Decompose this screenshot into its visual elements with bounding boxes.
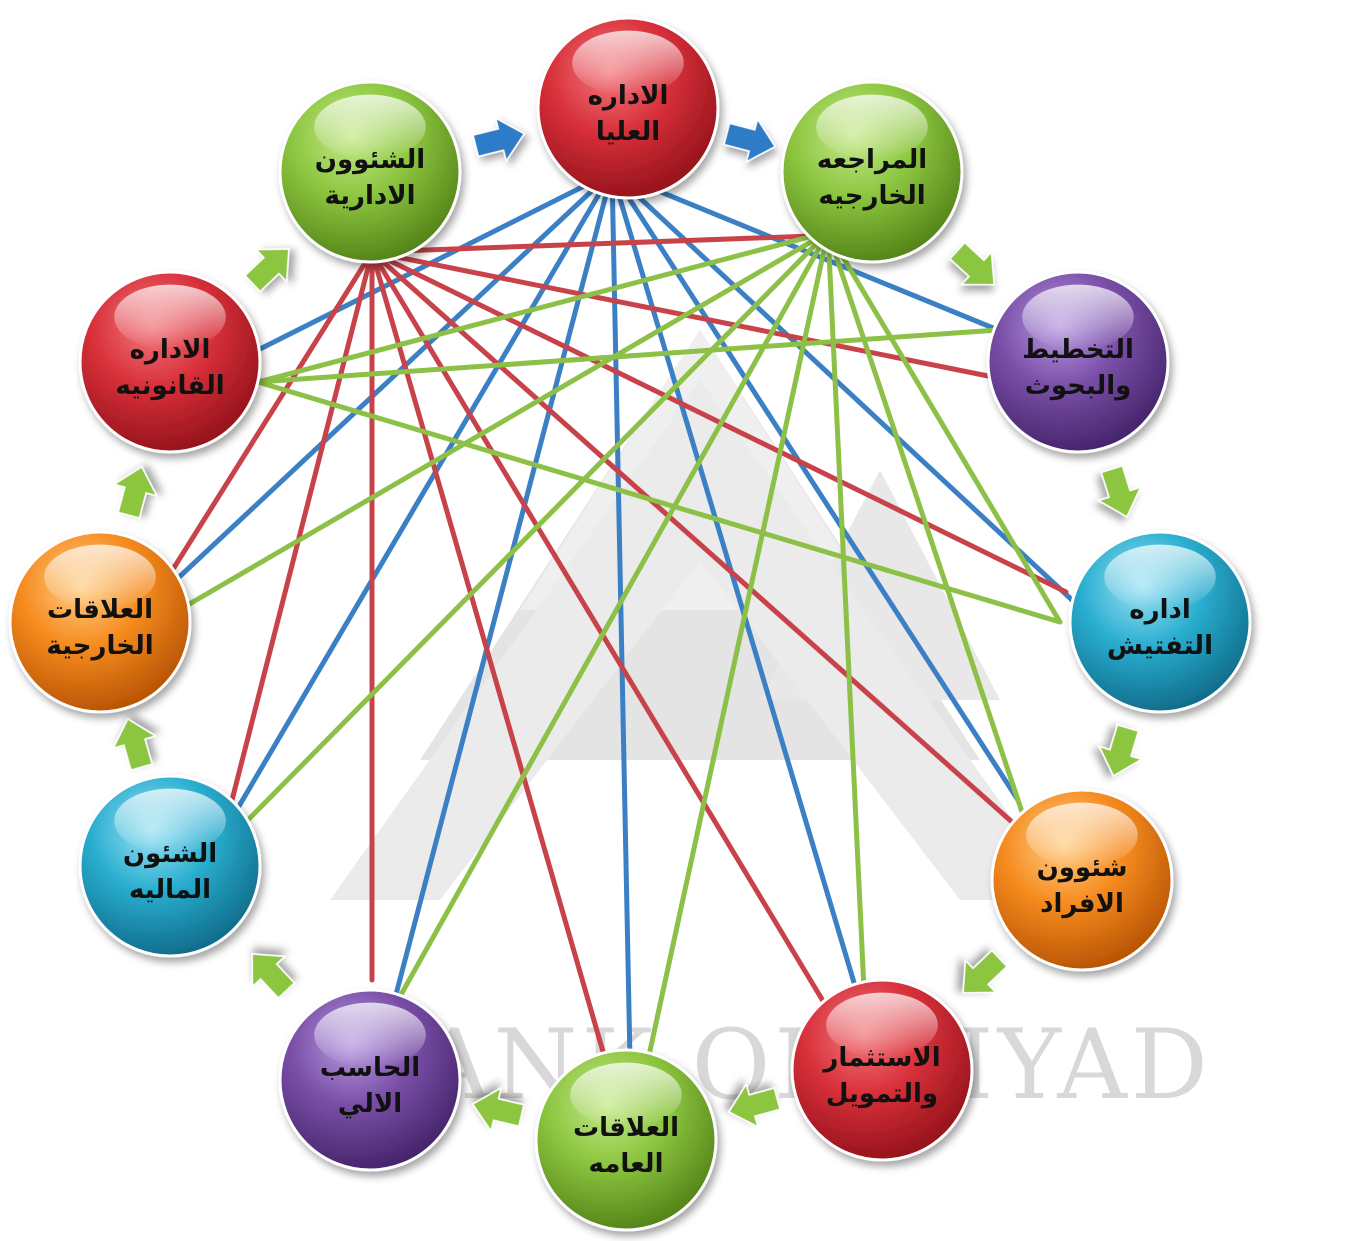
node-gloss-legal xyxy=(114,284,226,350)
node-label-inspect-2: التفتيش xyxy=(1107,631,1213,661)
flow-arrow-audit-planning xyxy=(948,241,995,286)
node-gloss-invest xyxy=(826,992,938,1058)
node-label-audit-2: الخارجيه xyxy=(818,181,925,211)
node-gloss-finance xyxy=(114,788,226,854)
node-public: العلاقات العامه xyxy=(534,1048,718,1232)
node-foreign: العلاقات الخارجية xyxy=(8,530,192,714)
link-red-personnel xyxy=(369,249,1015,825)
flow-arrows xyxy=(111,116,1144,1133)
flow-arrow-foreign-legal xyxy=(112,465,159,519)
link-green-public xyxy=(645,229,831,1063)
flow-arrow-admin-top xyxy=(472,116,526,163)
flow-arrow-top-audit xyxy=(723,117,777,164)
node-label-public-1: العلاقات xyxy=(573,1113,679,1143)
link-green-legal-planning xyxy=(255,327,1001,385)
link-green-personnel xyxy=(825,229,1027,821)
node-label-invest-2: والتمويل xyxy=(826,1079,938,1109)
node-label-foreign-1: العلاقات xyxy=(47,595,153,625)
link-green-legal xyxy=(255,229,831,385)
node-gloss-admin xyxy=(314,94,426,160)
flow-arrow-finance-foreign xyxy=(111,717,158,772)
flow-arrow-personnel-invest xyxy=(962,949,1009,994)
node-label-planning-2: والبحوث xyxy=(1025,371,1132,401)
node-label-legal-2: القانونيه xyxy=(115,371,224,401)
flow-arrow-invest-public xyxy=(727,1082,781,1129)
node-gloss-audit xyxy=(816,94,928,160)
link-green-inspect xyxy=(825,229,1063,625)
link-red-foreign xyxy=(167,249,375,577)
link-blue-legal xyxy=(255,169,615,353)
flow-arrow-planning-inspect xyxy=(1096,464,1142,518)
node-label-personnel-2: الافراد xyxy=(1040,889,1124,919)
node-legal: الاداره القانونيه xyxy=(78,270,262,454)
link-blue-public xyxy=(609,169,633,1063)
node-label-legal-1: الاداره xyxy=(130,335,211,365)
node-label-computer-1: الحاسب xyxy=(320,1053,420,1083)
link-green-invest xyxy=(825,229,867,993)
node-gloss-top xyxy=(572,30,684,96)
node-label-planning-1: التخطيط xyxy=(1022,335,1134,365)
node-label-finance-1: الشئون xyxy=(123,839,217,869)
node-label-top-1: الاداره xyxy=(588,81,669,111)
node-admin: الشئوون الادارية xyxy=(278,80,462,264)
node-gloss-foreign xyxy=(44,544,156,610)
node-label-finance-2: الماليه xyxy=(129,875,211,905)
link-green-legal-inspect xyxy=(255,379,1063,625)
node-computer: الحاسب الالي xyxy=(278,988,462,1172)
link-green-finance xyxy=(241,229,831,827)
node-top: الاداره العليا xyxy=(536,16,720,200)
node-gloss-planning xyxy=(1022,284,1134,350)
link-red-finance xyxy=(227,249,375,811)
node-finance: الشئون الماليه xyxy=(78,774,262,958)
node-gloss-personnel xyxy=(1026,802,1138,868)
node-label-computer-2: الالي xyxy=(338,1089,402,1119)
link-green-computer xyxy=(395,229,831,1003)
link-blue-planning xyxy=(609,169,1001,333)
node-label-public-2: العامه xyxy=(589,1149,664,1179)
node-inspect: اداره التفتيش xyxy=(1068,530,1252,714)
node-label-audit-1: المراجعه xyxy=(817,145,927,175)
node-label-inspect-1: اداره xyxy=(1129,595,1190,625)
link-blue-personnel xyxy=(609,169,1021,803)
node-gloss-inspect xyxy=(1104,544,1216,610)
node-gloss-public xyxy=(570,1062,682,1128)
department-nodes: الاداره العليا المراجعه الخارجيه التخطيط والب… xyxy=(8,16,1252,1232)
node-label-foreign-2: الخارجية xyxy=(46,631,153,661)
link-red-invest xyxy=(369,249,829,1009)
link-blue-inspect xyxy=(609,169,1075,603)
node-personnel: شئوون الافراد xyxy=(990,788,1174,972)
flow-arrow-computer-finance xyxy=(251,953,296,1000)
link-red-audit xyxy=(369,233,815,255)
link-blue-finance xyxy=(229,169,615,821)
link-blue-computer xyxy=(391,169,615,1005)
node-invest: الاستثمار والتمويل xyxy=(790,978,974,1162)
node-label-admin-1: الشئوون xyxy=(315,145,425,175)
node-label-personnel-1: شئوون xyxy=(1037,853,1128,883)
node-audit: المراجعه الخارجيه xyxy=(780,80,964,264)
flow-arrow-public-computer xyxy=(471,1086,525,1133)
node-planning: التخطيط والبحوث xyxy=(986,270,1170,454)
node-label-admin-2: الادارية xyxy=(324,181,415,211)
node-gloss-computer xyxy=(314,1002,426,1068)
node-label-top-2: العليا xyxy=(596,117,660,147)
flow-arrow-legal-admin xyxy=(243,248,290,293)
link-blue-foreign xyxy=(173,169,615,583)
link-red-public xyxy=(369,249,609,1065)
node-label-invest-1: الاستثمار xyxy=(821,1043,940,1073)
flow-arrow-inspect-personnel xyxy=(1097,723,1144,777)
connection-lines xyxy=(167,169,1075,1065)
link-green-foreign xyxy=(183,229,831,609)
